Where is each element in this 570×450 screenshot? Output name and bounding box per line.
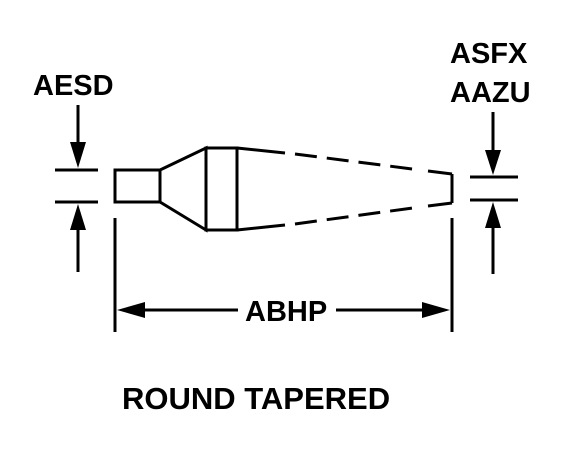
diagram-caption: ROUND TAPERED: [122, 381, 390, 416]
left-arrowhead-down: [70, 142, 86, 168]
label-abhp: ABHP: [245, 296, 327, 328]
length-arrowhead-right: [422, 302, 450, 318]
small-end-cylinder: [113, 168, 162, 204]
transition-cone: [159, 145, 208, 233]
label-asfx: ASFX: [450, 38, 528, 70]
length-arrowhead-left: [117, 302, 145, 318]
taper-bottom-dashed: [294, 205, 421, 226]
label-aazu: AAZU: [450, 77, 531, 109]
wide-band: [204, 146, 239, 232]
label-aesd: AESD: [33, 70, 114, 102]
taper-top-solid: [236, 146, 286, 155]
right-arrowhead-up: [485, 202, 501, 228]
right-arrowhead-down: [485, 150, 501, 175]
taper-top-dashed: [294, 152, 421, 172]
taper-bottom-end: [427, 201, 453, 208]
taper-top-end: [427, 169, 453, 176]
taper-bottom-solid: [236, 223, 286, 232]
left-arrowhead-up: [70, 204, 86, 230]
